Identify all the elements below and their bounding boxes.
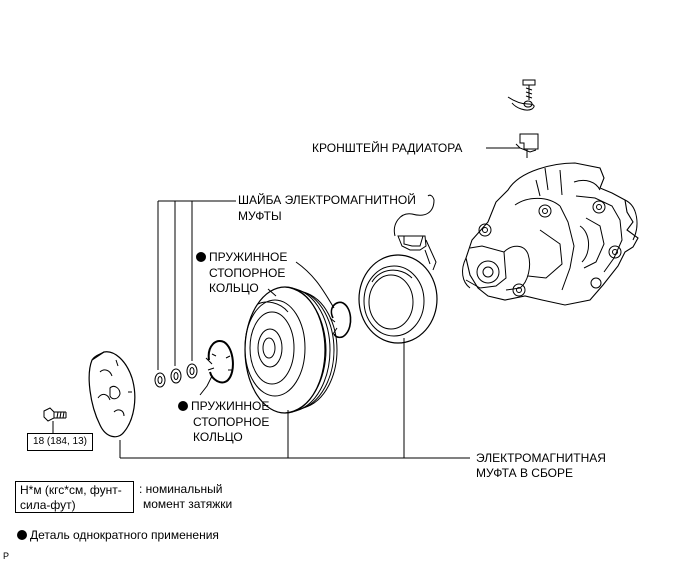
clutch-washer-label-line2: МУФТЫ (238, 209, 282, 223)
nonreusable-legend-text: Деталь однократного применения (30, 528, 219, 542)
torque-units-line2: сила-фут) (20, 498, 76, 512)
radiator-bracket-hardware (507, 79, 539, 158)
radiator-bracket-label: КРОНШТЕЙН РАДИАТОРА (312, 141, 463, 155)
clutch-assembly-label-line2: МУФТА В СБОРЕ (476, 466, 574, 480)
snap-ring-lower (205, 340, 234, 384)
field-coil (358, 194, 438, 344)
torque-desc-line1: : номинальный (139, 482, 223, 496)
snap-ring-upper-text: ПРУЖИННОЕ (209, 250, 288, 264)
clutch-washer-label-line1: ШАЙБА ЭЛЕКТРОМАГНИТНОЙ (238, 193, 416, 207)
clutch-assembly-label-line1: ЭЛЕКТРОМАГНИТНАЯ (476, 451, 606, 465)
nonreusable-bullet-icon (17, 530, 27, 540)
snap-ring-lower-label-line1: ПРУЖИННОЕ (178, 399, 269, 414)
nonreusable-bullet-icon (178, 401, 188, 411)
snap-ring-lower-label-line2: СТОПОРНОЕ (193, 415, 270, 429)
nonreusable-bullet-icon (196, 252, 206, 262)
snap-ring-upper-label-line1: ПРУЖИННОЕ (196, 250, 287, 265)
pulley (244, 286, 338, 414)
snap-ring-lower-text: ПРУЖИННОЕ (191, 399, 270, 413)
figure-footer-mark: P (3, 551, 10, 561)
clutch-washers (154, 363, 198, 388)
snap-ring-upper (329, 301, 352, 339)
leader-lines (119, 200, 470, 459)
snap-ring-upper-label-line3: КОЛЬЦО (209, 281, 259, 295)
snap-ring-upper-label-line2: СТОПОРНОЕ (209, 266, 286, 280)
compressor-body (462, 162, 639, 306)
torque-units-legend-box: Н*м (кгс*см, фунт- сила-фут) (15, 481, 134, 513)
bolt (43, 407, 67, 433)
snap-ring-lower-label-line3: КОЛЬЦО (193, 430, 243, 444)
torque-desc-line2: момент затяжки (143, 497, 233, 511)
torque-value-box: 18 (184, 13) (27, 433, 93, 451)
nonreusable-legend: Деталь однократного применения (17, 528, 219, 543)
pressure-plate (88, 351, 136, 438)
torque-units-line1: Н*м (кгс*см, фунт- (20, 483, 122, 497)
